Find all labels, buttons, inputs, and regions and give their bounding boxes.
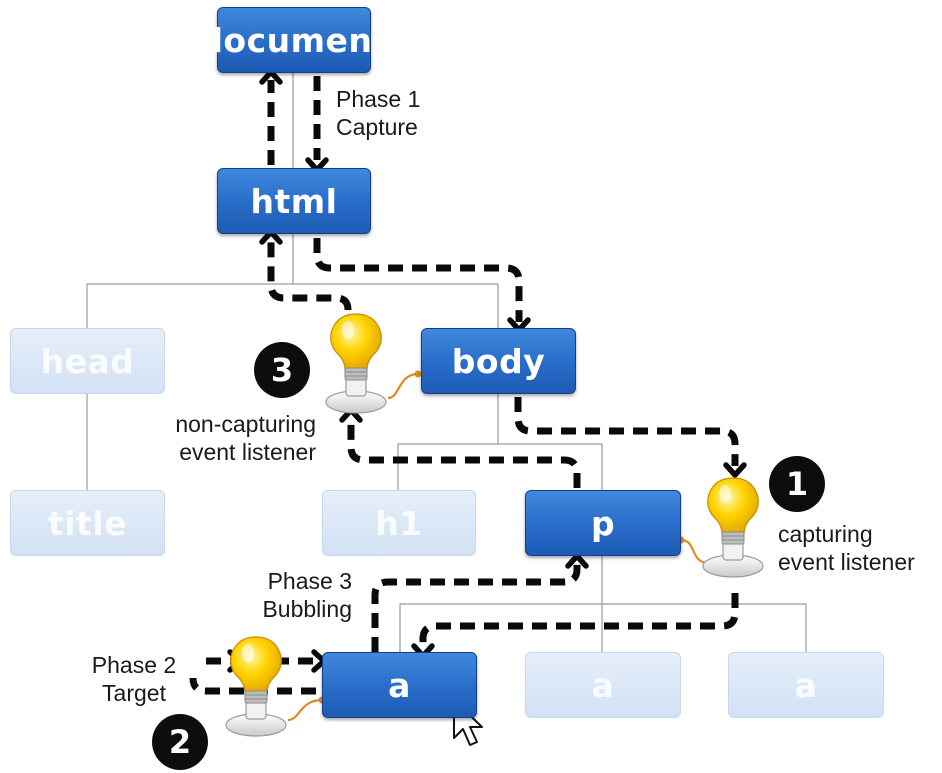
node-h1: h1 (322, 490, 476, 556)
light-bulb-icon (325, 313, 387, 414)
light-bulb-icon (225, 636, 287, 737)
node-html: html (217, 168, 371, 234)
phase-bubbling-title: Phase 3 (267, 568, 352, 594)
phase-target-label: Phase 2 Target (64, 651, 204, 707)
phase-capture-label: Phase 1 Capture (336, 85, 420, 141)
node-p: p (525, 490, 681, 556)
non-capturing-line-1: non-capturing (175, 411, 316, 437)
node-body: body (421, 328, 576, 394)
node-a: a (525, 652, 681, 718)
node-head: head (10, 328, 165, 394)
step-badge-1: 1 (769, 456, 825, 512)
node-title: title (10, 490, 165, 556)
phase-bubbling-label: Phase 3 Bubbling (230, 567, 352, 623)
node-a: a (728, 652, 884, 718)
step-badge-3: 3 (254, 342, 310, 398)
phase-target-title: Phase 2 (91, 652, 177, 678)
step-badge-2: 2 (152, 714, 208, 770)
capturing-line-2: event listener (778, 549, 915, 575)
tree-lines (86, 72, 807, 652)
phase-capture-title: Phase 1 (336, 86, 421, 112)
phase-target-name: Target (102, 680, 166, 706)
node-a-target[interactable]: a (322, 652, 477, 718)
capturing-listener-label: capturing event listener (778, 520, 915, 576)
non-capturing-listener-label: non-capturing event listener (120, 410, 316, 466)
node-document: document (199, 7, 388, 73)
non-capturing-line-2: event listener (179, 439, 316, 465)
phase-capture-name: Capture (336, 114, 418, 140)
phase-bubbling-name: Bubbling (262, 596, 352, 622)
capturing-line-1: capturing (778, 521, 873, 547)
light-bulb-icon (702, 477, 764, 578)
